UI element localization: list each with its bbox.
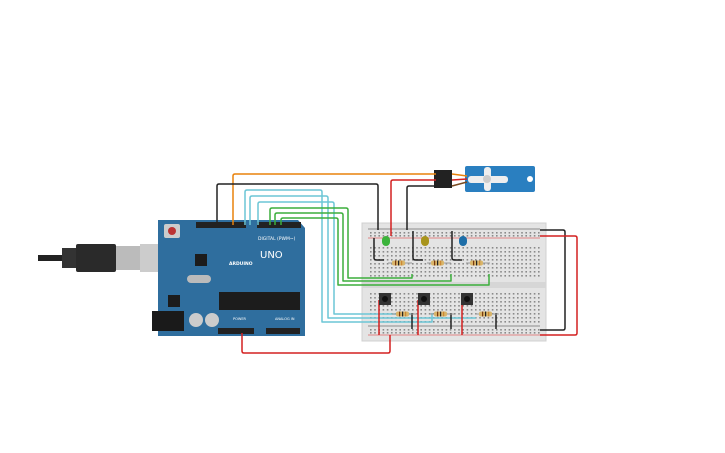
wire-red-servo[interactable] — [390, 179, 436, 236]
power-jack — [152, 311, 184, 331]
resistor[interactable] — [466, 260, 490, 266]
wire-led-gnd-1[interactable] — [373, 238, 384, 261]
resistor[interactable] — [427, 260, 451, 266]
wire-orange[interactable] — [232, 173, 436, 225]
wire-led-gnd-2[interactable] — [412, 231, 423, 261]
resistor[interactable] — [388, 260, 412, 266]
usb-cable[interactable] — [38, 244, 162, 272]
wire-led-gnd-3[interactable] — [451, 231, 462, 261]
resistor[interactable] — [430, 311, 454, 317]
servo-motor[interactable] — [434, 166, 535, 192]
wire-green-2[interactable] — [274, 212, 452, 282]
wire-red-rail[interactable] — [540, 235, 578, 336]
arduino-uno-board[interactable]: DIGITAL (PWM~) ARDUINO UNO POWER ANALOG … — [152, 220, 305, 336]
wire-cyan-2[interactable] — [249, 195, 476, 319]
led-yellow[interactable] — [421, 236, 429, 246]
wire-red-5v[interactable] — [241, 333, 391, 354]
digital-label: DIGITAL (PWM~) — [258, 236, 296, 242]
led-green[interactable] — [382, 236, 390, 246]
pushbutton-2[interactable] — [418, 293, 430, 305]
wire-cyan-1[interactable] — [244, 189, 433, 323]
reset-button[interactable] — [168, 227, 176, 235]
power-label: POWER — [233, 317, 247, 321]
arduino-brand: ARDUINO — [229, 261, 253, 267]
arduino-model: UNO — [260, 250, 283, 261]
wire-green-3[interactable] — [280, 217, 490, 286]
pushbutton-1[interactable] — [379, 293, 391, 305]
wire-green-1[interactable] — [269, 207, 413, 279]
analog-label: ANALOG IN — [275, 317, 295, 321]
pushbutton-3[interactable] — [461, 293, 473, 305]
wire-black-gnd[interactable] — [216, 183, 379, 230]
resistor[interactable] — [475, 311, 499, 317]
wire-cyan-3[interactable] — [257, 201, 412, 315]
servo-connector — [434, 170, 452, 188]
led-blue[interactable] — [459, 236, 467, 246]
wire-black-rail[interactable] — [540, 229, 566, 331]
resistor[interactable] — [392, 311, 416, 317]
wire-black-servo[interactable] — [406, 185, 436, 230]
